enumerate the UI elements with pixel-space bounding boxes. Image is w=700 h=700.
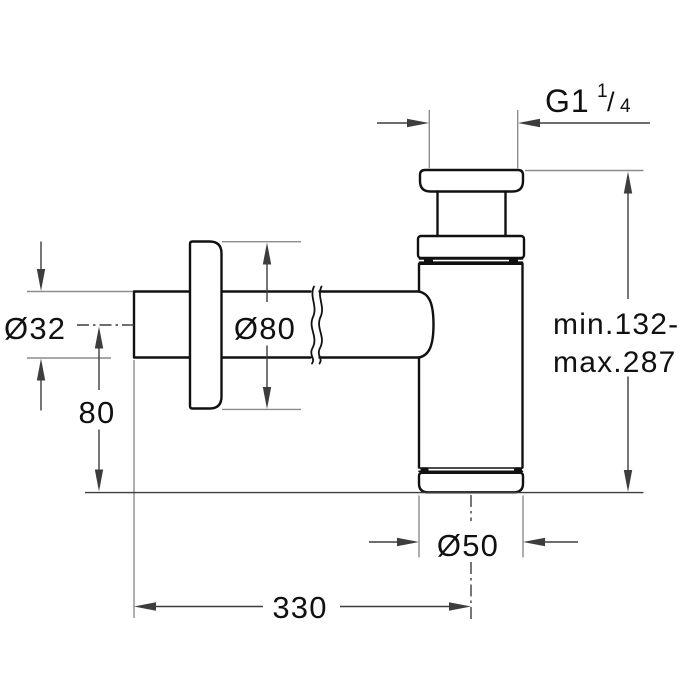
arrow-rosette-top [262, 242, 272, 265]
trap-body-outline [417, 262, 524, 469]
upper-seal-ring [418, 258, 524, 263]
arrow-thread-left [407, 118, 429, 128]
outlet-diameter-label: Ø50 [437, 528, 499, 563]
arrow-outlet-right [523, 537, 545, 547]
arrow-inlet-dia-bottom [36, 358, 46, 381]
product-outline [132, 168, 526, 494]
seal-ring-ends [420, 258, 522, 472]
lower-seal-ring [418, 467, 524, 473]
lower-ring-end-right [514, 467, 522, 472]
pipe-break-symbol [310, 285, 323, 365]
dimension-arrowheads [36, 118, 633, 611]
compression-nut-outline [416, 234, 526, 260]
inlet-bulge [417, 290, 435, 359]
thread-size-slash: / [607, 87, 615, 117]
inlet-height-label: 80 [79, 395, 116, 430]
arrow-rosette-bottom [262, 387, 272, 409]
arrow-outlet-left [397, 537, 419, 547]
rosette-diameter-label: Ø80 [234, 311, 296, 346]
arrow-length-left [134, 602, 156, 611]
thread-tube-walls [436, 190, 507, 238]
upper-ring-end-right [509, 258, 518, 263]
arrow-inlet-height-top [94, 326, 104, 349]
arrow-height-bottom [623, 470, 633, 492]
extension-lines [27, 110, 644, 618]
height-range-label-line2: max.287 [553, 346, 676, 379]
arrow-inlet-height-bottom [94, 469, 104, 492]
bottom-cap-outline [417, 471, 525, 494]
arrow-thread-right [518, 118, 540, 128]
lower-ring-end-left [420, 467, 429, 472]
arrow-length-right [449, 602, 471, 611]
arrow-inlet-dia-top [36, 269, 46, 291]
thread-size-label: G1 [545, 83, 590, 119]
tailpiece-flange-outline [418, 168, 525, 193]
inlet-diameter-label: Ø32 [4, 311, 66, 346]
thread-size-sup: 1 [597, 81, 608, 102]
wall-rosette-outline [188, 240, 223, 410]
dimension-lines [40, 122, 650, 621]
overall-length-label: 330 [272, 590, 327, 625]
height-range-label-line1: min.132- [553, 308, 679, 341]
thread-size-sub: 4 [620, 96, 631, 117]
upper-ring-end-left [424, 258, 433, 263]
arrow-height-top [623, 171, 633, 194]
dimension-labels: G1 1 / 4 Ø32 Ø80 80 min.132- max.287 Ø50… [4, 81, 679, 625]
